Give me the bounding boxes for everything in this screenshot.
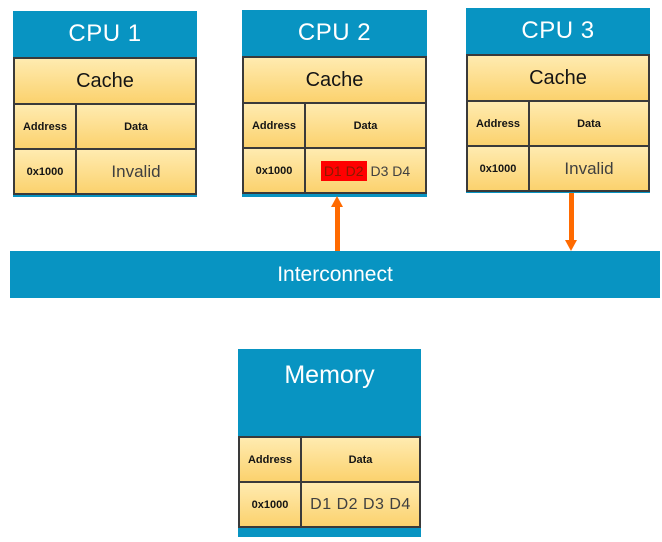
memory-spacer bbox=[238, 401, 421, 438]
memory-row-address: 0x1000 bbox=[240, 483, 302, 526]
memory-data-row: 0x1000 D1 D2 D3 D4 bbox=[240, 481, 419, 526]
interconnect-bar: Interconnect bbox=[10, 251, 660, 298]
cpu3-col-address: Address bbox=[468, 102, 530, 145]
cpu1-block: CPU 1 Cache Address Data 0x1000 Invalid bbox=[13, 11, 197, 197]
cpu3-row-data: Invalid bbox=[564, 158, 614, 178]
arrow-shaft bbox=[334, 207, 340, 251]
arrow-up-head-icon bbox=[331, 196, 343, 207]
cpu3-cache-box: Cache bbox=[466, 54, 650, 102]
cpu3-interconnect-arrow-down bbox=[565, 193, 577, 251]
cpu2-row-address: 0x1000 bbox=[244, 149, 306, 192]
memory-table: Address Data 0x1000 D1 D2 D3 D4 bbox=[238, 436, 421, 528]
cpu2-table-header-row: Address Data bbox=[244, 104, 425, 147]
arrow-down-head-icon bbox=[565, 240, 577, 251]
cpu3-col-data: Data bbox=[577, 117, 601, 130]
memory-title: Memory bbox=[284, 360, 375, 389]
memory-table-header-row: Address Data bbox=[240, 438, 419, 481]
cpu1-col-data: Data bbox=[124, 120, 148, 133]
cpu1-data-row: 0x1000 Invalid bbox=[15, 148, 195, 193]
cpu1-cache-label: Cache bbox=[76, 69, 134, 92]
cpu3-block: CPU 3 Cache Address Data 0x1000 Invalid bbox=[466, 8, 650, 193]
cpu2-cache-box: Cache bbox=[242, 56, 427, 104]
cpu1-title: CPU 1 bbox=[68, 20, 142, 47]
cpu2-cache-label: Cache bbox=[305, 68, 364, 91]
cpu1-col-address: Address bbox=[15, 105, 77, 148]
cpu3-table-header-row: Address Data bbox=[468, 102, 648, 145]
cpu3-data-row: 0x1000 Invalid bbox=[468, 145, 648, 190]
arrow-shaft bbox=[568, 193, 574, 240]
cpu2-col-address: Address bbox=[244, 104, 306, 147]
memory-col-data: Data bbox=[348, 453, 373, 466]
cpu2-row-data: D1 D2 D3 D4 bbox=[306, 149, 425, 192]
cpu2-data-row: 0x1000 D1 D2 D3 D4 bbox=[244, 147, 425, 192]
cpu2-block: CPU 2 Cache Address Data 0x1000 D1 D2 D3… bbox=[242, 10, 427, 197]
cpu3-title: CPU 3 bbox=[521, 17, 595, 44]
cpu2-interconnect-arrow-up bbox=[331, 196, 343, 251]
cpu1-table-header-row: Address Data bbox=[15, 105, 195, 148]
memory-row-data: D1 D2 D3 D4 bbox=[310, 495, 411, 513]
cpu3-cache-table: Address Data 0x1000 Invalid bbox=[466, 100, 650, 192]
cpu3-cache-label: Cache bbox=[529, 66, 587, 89]
cpu2-title: CPU 2 bbox=[297, 19, 372, 46]
interconnect-label: Interconnect bbox=[277, 262, 393, 286]
cpu2-col-data: Data bbox=[353, 119, 378, 132]
cpu2-cache-table: Address Data 0x1000 D1 D2 D3 D4 bbox=[242, 102, 427, 194]
cpu1-cache-box: Cache bbox=[13, 57, 197, 105]
cpu1-row-data: Invalid bbox=[111, 161, 161, 181]
cpu3-row-address: 0x1000 bbox=[468, 147, 530, 190]
cpu1-row-address: 0x1000 bbox=[15, 150, 77, 193]
cpu2-unmodified-data: D3 D4 bbox=[370, 162, 411, 179]
memory-block: Memory Address Data 0x1000 D1 D2 D3 D4 bbox=[238, 349, 421, 537]
cpu1-cache-table: Address Data 0x1000 Invalid bbox=[13, 103, 197, 195]
cpu2-modified-data-highlight: D1 D2 bbox=[320, 160, 367, 181]
memory-col-address: Address bbox=[240, 438, 302, 481]
